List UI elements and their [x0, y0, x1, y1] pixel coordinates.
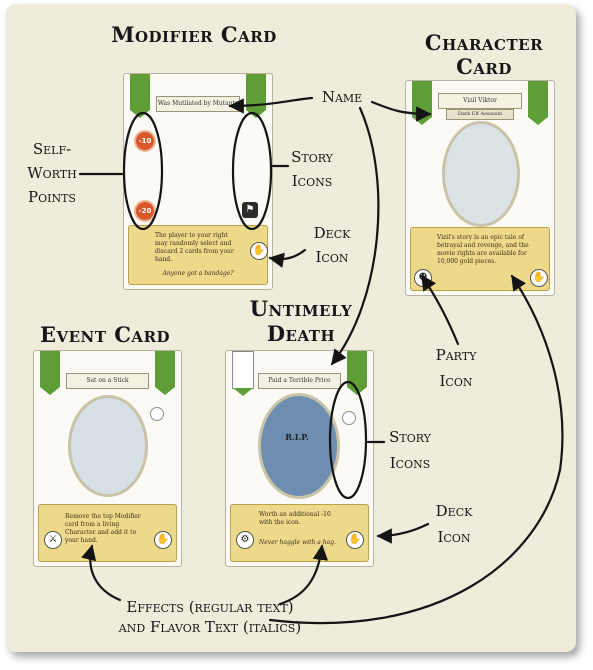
event-illustration — [68, 395, 148, 497]
character-card-subtitle: Dark Elf Assassin — [446, 109, 514, 120]
name-arrow-death — [330, 106, 380, 366]
modifier-effect-text: The player to your right may randomly se… — [155, 232, 234, 263]
self-worth-label-1: Self- — [32, 140, 72, 158]
deck-icon-label-top-1: Deck — [313, 224, 351, 242]
effects-label-2: and Flavor Text (italics) — [118, 618, 302, 636]
modifier-card-name: Was Mutilated by Mutants — [156, 96, 240, 112]
story-icon-slot — [342, 411, 356, 425]
self-worth-oval — [122, 111, 164, 231]
event-card-title: Event Card — [39, 322, 171, 347]
death-deck-icon: ✋ — [346, 531, 364, 549]
event-deck-icon-right: ✋ — [154, 531, 172, 549]
self-worth-point: -10 — [134, 130, 156, 152]
death-parchment: Worth an additional -10 with the icon. N… — [230, 504, 369, 562]
death-flavor-text: Never haggle with a hag. — [259, 539, 336, 546]
deck-icon-arrow-bottom — [376, 522, 430, 544]
deck-icon-label-bottom-1: Deck — [435, 502, 473, 520]
modifier-card: Was Mutilated by Mutants -10 -20 ⚑ The p… — [123, 73, 273, 290]
character-story-text: Vizil's story is an epic tale of betraya… — [437, 234, 529, 265]
party-icon-arrow-long — [268, 274, 564, 625]
character-deck-icon: ✋ — [530, 269, 548, 287]
story-icon-slot — [150, 407, 164, 421]
modifier-card-title: Modifier Card — [111, 22, 277, 47]
death-party-icon: ⚙ — [236, 531, 254, 549]
untimely-death-title-line1: Untimely — [249, 296, 353, 321]
story-icons-label-bottom-2: Icons — [389, 454, 431, 472]
modifier-parchment: The player to your right may randomly se… — [128, 225, 268, 285]
event-card-name: Sat on a Stick — [66, 373, 149, 389]
character-card-name: Vizil Viktor — [438, 93, 522, 109]
deck-icon: ✋ — [250, 242, 268, 260]
modifier-flavor-text: Anyone got a bandage? — [162, 270, 234, 277]
event-card: Sat on a Stick Remove the top Modifier c… — [33, 350, 182, 567]
name-arrow-modifier — [228, 96, 314, 114]
character-portrait — [442, 121, 520, 227]
effects-arrow-event — [81, 544, 122, 602]
effects-label-1: Effects (regular text) — [126, 598, 294, 616]
self-worth-label-2: Worth — [27, 164, 77, 182]
event-parchment: Remove the top Modifier card from a livi… — [38, 504, 177, 562]
event-banner-left — [40, 351, 60, 395]
character-banner-right — [528, 81, 548, 125]
death-illustration — [258, 393, 340, 499]
name-label: Name — [321, 88, 363, 106]
death-banner-left — [232, 351, 254, 396]
character-card: Vizil Viktor Dark Elf Assassin Vizil's s… — [405, 80, 555, 296]
death-effect-text: Worth an additional -10 with the icon. — [259, 511, 331, 526]
story-icons-label-bottom-1: Story — [389, 428, 431, 446]
bat-story-icon: ⚑ — [242, 202, 258, 218]
self-worth-point: -20 — [134, 200, 156, 222]
story-icons-oval-top — [231, 111, 273, 231]
deck-icon-arrow-top — [268, 248, 307, 268]
deck-icon-label-bottom-2: Icon — [437, 528, 471, 546]
story-icons-oval-bottom — [328, 380, 368, 500]
effects-arrow-death — [278, 544, 329, 606]
self-worth-label-3: Points — [28, 188, 76, 206]
tombstone-text: R.I.P. — [285, 432, 309, 442]
story-icons-label-top-2: Icons — [291, 172, 333, 190]
party-icon-arrow — [420, 274, 460, 346]
party-icon-label-1: Party — [435, 346, 477, 364]
event-deck-icon: ⚔ — [44, 531, 62, 549]
event-banner-right — [155, 351, 175, 395]
event-effect-text: Remove the top Modifier card from a livi… — [65, 513, 141, 544]
untimely-death-card: Paid a Terrible Price R.I.P. Worth an ad… — [225, 350, 374, 567]
character-card-title-line1: Character — [424, 30, 544, 55]
deck-icon-label-top-2: Icon — [315, 248, 349, 266]
story-icons-label-top-1: Story — [291, 148, 333, 166]
party-icon-label-2: Icon — [439, 372, 473, 390]
untimely-death-title-line2: Death — [266, 321, 336, 346]
name-arrow-character — [370, 100, 432, 122]
untimely-death-card-name: Paid a Terrible Price — [258, 373, 341, 389]
character-card-title-line2: Card — [456, 54, 512, 79]
